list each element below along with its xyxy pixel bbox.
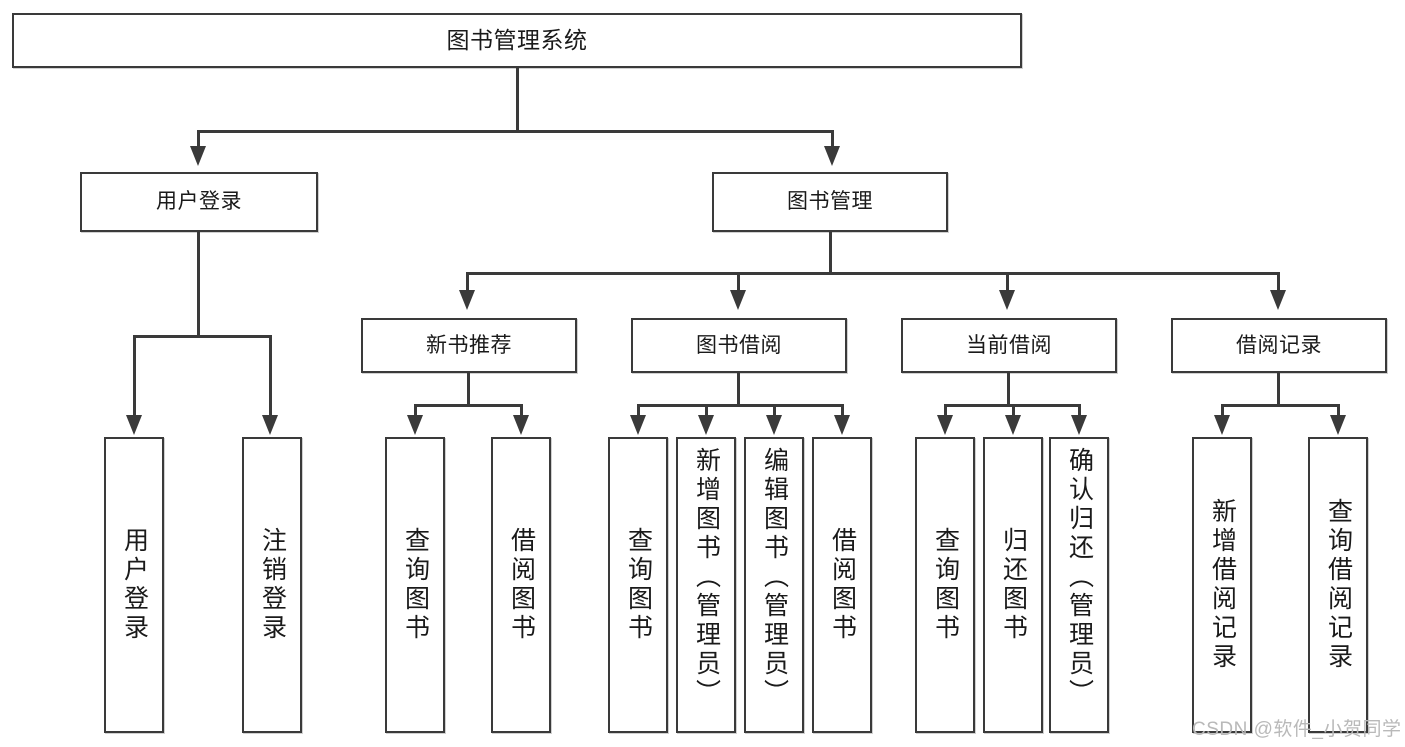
leaf-user-login[interactable]: 用户登录 — [104, 437, 164, 733]
arrow-to-book-manage — [824, 146, 840, 166]
connector-user-login-drop-1 — [133, 335, 136, 417]
connector-root-stem — [516, 68, 519, 132]
connector-book-borrow-drop-2 — [705, 404, 708, 418]
arrow-to-leaf-return-book — [1005, 415, 1021, 435]
leaf-label: 查询图书 — [931, 527, 960, 643]
leaf-label: 借阅图书 — [507, 527, 536, 643]
connector-borrow-record-bar — [1221, 404, 1340, 407]
node-label: 借阅记录 — [1236, 333, 1322, 357]
connector-current-borrow-drop-3 — [1078, 404, 1081, 418]
connector-root-drop-left — [197, 130, 200, 146]
connector-book-borrow-stem — [737, 373, 740, 406]
arrow-to-leaf-logout — [262, 415, 278, 435]
node-current-borrow[interactable]: 当前借阅 — [901, 318, 1117, 373]
node-root-system[interactable]: 图书管理系统 — [12, 13, 1022, 68]
leaf-edit-book-admin[interactable]: 编辑图书（管理员） — [744, 437, 804, 733]
leaf-query-book-current[interactable]: 查询图书 — [915, 437, 975, 733]
leaf-add-borrow-record[interactable]: 新增借阅记录 — [1192, 437, 1252, 733]
connector-root-bar — [197, 130, 834, 133]
arrow-to-leaf-edit-book — [766, 415, 782, 435]
leaf-confirm-return-admin[interactable]: 确认归还（管理员） — [1049, 437, 1109, 733]
connector-book-manage-drop-3 — [1006, 272, 1009, 292]
connector-borrow-record-stem — [1277, 373, 1280, 406]
connector-new-book-stem — [467, 373, 470, 406]
connector-user-login-stem — [197, 232, 200, 337]
connector-book-manage-drop-2 — [737, 272, 740, 292]
connector-current-borrow-drop-1 — [944, 404, 947, 418]
arrow-to-leaf-query-book-c — [937, 415, 953, 435]
connector-book-borrow-drop-4 — [841, 404, 844, 418]
node-label: 当前借阅 — [966, 333, 1052, 357]
arrow-to-leaf-query-book-a — [407, 415, 423, 435]
leaf-label: 确认归还（管理员） — [1065, 447, 1094, 708]
connector-root-drop-right — [831, 130, 834, 146]
node-book-borrow[interactable]: 图书借阅 — [631, 318, 847, 373]
arrow-to-leaf-add-book — [698, 415, 714, 435]
leaf-borrow-book-recommend[interactable]: 借阅图书 — [491, 437, 551, 733]
leaf-query-book-recommend[interactable]: 查询图书 — [385, 437, 445, 733]
node-borrow-record[interactable]: 借阅记录 — [1171, 318, 1387, 373]
arrow-to-leaf-query-record — [1330, 415, 1346, 435]
leaf-label: 编辑图书（管理员） — [760, 447, 789, 708]
connector-current-borrow-drop-2 — [1012, 404, 1015, 418]
connector-user-login-bar — [133, 335, 272, 338]
connector-new-book-bar — [414, 404, 523, 407]
arrow-to-leaf-borrow-book-a — [513, 415, 529, 435]
arrow-to-leaf-confirm-return — [1071, 415, 1087, 435]
leaf-return-book[interactable]: 归还图书 — [983, 437, 1043, 733]
leaf-query-book-borrow[interactable]: 查询图书 — [608, 437, 668, 733]
node-label: 图书借阅 — [696, 333, 782, 357]
node-new-book-recommend[interactable]: 新书推荐 — [361, 318, 577, 373]
node-label: 图书管理系统 — [446, 26, 588, 53]
leaf-label: 借阅图书 — [828, 527, 857, 643]
connector-book-borrow-drop-3 — [773, 404, 776, 418]
leaf-label: 注销登录 — [258, 527, 287, 643]
connector-book-manage-stem — [829, 232, 832, 274]
node-label: 图书管理 — [787, 190, 873, 214]
arrow-to-user-login — [190, 146, 206, 166]
leaf-label: 用户登录 — [120, 527, 149, 643]
leaf-query-borrow-record[interactable]: 查询借阅记录 — [1308, 437, 1368, 733]
arrow-to-leaf-borrow-book-b — [834, 415, 850, 435]
arrow-to-current-borrow — [999, 290, 1015, 310]
leaf-label: 新增图书（管理员） — [692, 447, 721, 708]
connector-new-book-drop-2 — [520, 404, 523, 418]
leaf-logout[interactable]: 注销登录 — [242, 437, 302, 733]
connector-book-borrow-bar — [637, 404, 844, 407]
node-label: 新书推荐 — [426, 333, 512, 357]
connector-borrow-record-drop-1 — [1221, 404, 1224, 418]
arrow-to-borrow-record — [1270, 290, 1286, 310]
node-book-manage[interactable]: 图书管理 — [712, 172, 948, 232]
connector-borrow-record-drop-2 — [1337, 404, 1340, 418]
node-label: 用户登录 — [156, 190, 242, 214]
csdn-watermark: CSDN @软件_小贺同学 — [1192, 719, 1402, 740]
leaf-borrow-book[interactable]: 借阅图书 — [812, 437, 872, 733]
arrow-to-leaf-query-book-b — [630, 415, 646, 435]
arrow-to-book-borrow — [730, 290, 746, 310]
connector-new-book-drop-1 — [414, 404, 417, 418]
leaf-label: 新增借阅记录 — [1208, 498, 1237, 672]
leaf-label: 查询图书 — [401, 527, 430, 643]
arrow-to-leaf-user-login — [126, 415, 142, 435]
connector-user-login-drop-2 — [269, 335, 272, 417]
connector-current-borrow-stem — [1007, 373, 1010, 406]
arrow-to-leaf-add-record — [1214, 415, 1230, 435]
connector-book-manage-drop-1 — [466, 272, 469, 292]
leaf-label: 归还图书 — [999, 527, 1028, 643]
connector-book-manage-drop-4 — [1277, 272, 1280, 292]
connector-book-borrow-drop-1 — [637, 404, 640, 418]
leaf-label: 查询借阅记录 — [1324, 498, 1353, 672]
arrow-to-new-book-recommend — [459, 290, 475, 310]
leaf-label: 查询图书 — [624, 527, 653, 643]
connector-book-manage-bar — [466, 272, 1280, 275]
leaf-add-book-admin[interactable]: 新增图书（管理员） — [676, 437, 736, 733]
node-user-login[interactable]: 用户登录 — [80, 172, 318, 232]
